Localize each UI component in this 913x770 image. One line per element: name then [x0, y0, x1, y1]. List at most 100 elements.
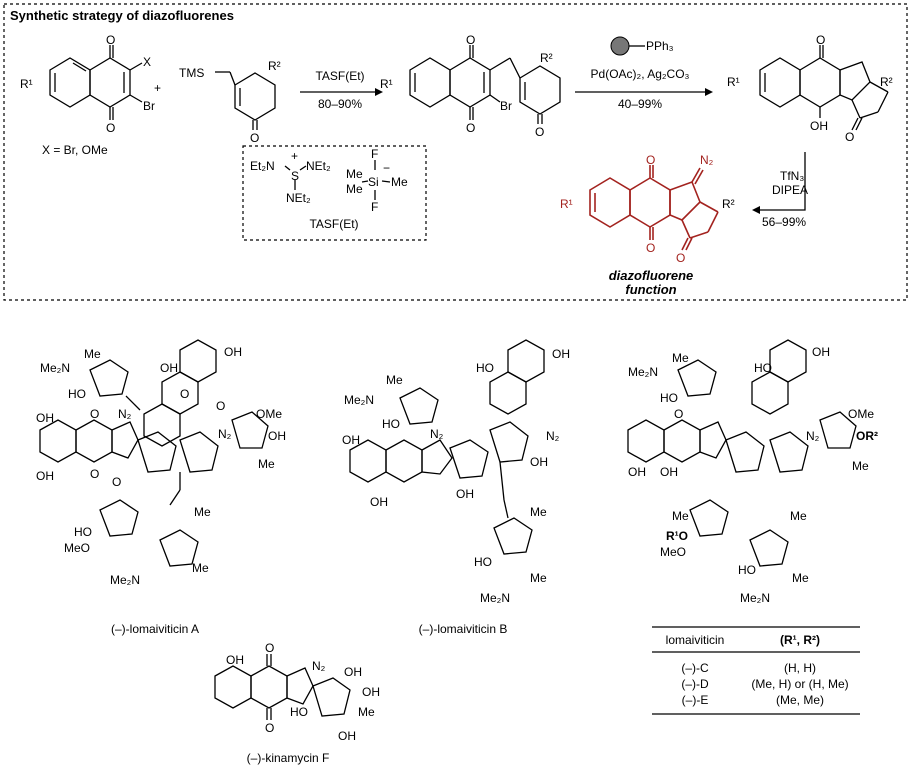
lomA-o-3: O — [180, 387, 189, 401]
step2-reagents: Pd(OAc)₂, Ag₂CO₃ — [591, 67, 690, 81]
table-row-0-value: (H, H) — [784, 661, 816, 675]
prod-r2-label: R² — [722, 197, 735, 211]
scheme-frame — [3, 3, 908, 301]
lomA-oh-4: OH — [160, 361, 178, 375]
lomB-oh-4: OH — [530, 455, 548, 469]
lomC-meo: MeO — [660, 545, 686, 559]
kinamycin-f-name: (–)-kinamycin F — [247, 751, 330, 765]
step3-yield: 56–99% — [762, 215, 806, 229]
tri-oh: OH — [810, 119, 828, 133]
naphthoquinone-structure — [49, 45, 143, 120]
lomB-me-2: Me — [530, 505, 547, 519]
tasf-box — [242, 145, 427, 241]
kin-o-1: O — [265, 641, 274, 655]
reaction-arrow-3 — [760, 152, 806, 211]
tasf-me1: Me — [346, 167, 363, 181]
lomA-n2-1: N₂ — [118, 407, 132, 421]
lomB-me2n-2: Me₂N — [480, 591, 510, 605]
table-row-2-compound: (–)-E — [682, 693, 709, 707]
tasf-f2: F — [371, 200, 378, 214]
lomaiviticin-b-name: (–)-lomaiviticin B — [419, 622, 508, 636]
tri-o-ketone: O — [845, 130, 854, 144]
lomA-o-5: O — [112, 475, 121, 489]
prod-n2-label: N₂ — [700, 153, 714, 167]
prod-o-bottom: O — [646, 241, 655, 255]
lomA-me-1: Me — [84, 347, 101, 361]
lomaiviticin-cde-structure — [627, 339, 857, 567]
scheme-title: Synthetic strategy of diazofluorenes — [10, 8, 234, 23]
lomA-ho-1: HO — [68, 387, 86, 401]
lomB-oh-3: OH — [552, 347, 570, 361]
lomC-me-5: Me — [792, 571, 809, 585]
step2-yield: 40–99% — [618, 97, 662, 111]
kin-o-2: O — [265, 721, 274, 735]
lomA-ho-2: HO — [74, 525, 92, 539]
table-row-2-value: (Me, Me) — [776, 693, 824, 707]
lomB-me-3: Me — [530, 571, 547, 585]
step2-cat-label: PPh₃ — [646, 39, 674, 53]
sm2-o-label: O — [250, 131, 259, 145]
prod-o-ketone: O — [676, 251, 685, 265]
lomA-o-4: O — [216, 399, 225, 413]
lomA-me2n-2: Me₂N — [110, 573, 140, 587]
lomC-or2: OR² — [856, 429, 878, 443]
sm2-r2-label: R² — [268, 59, 281, 73]
tasf-net2b: NEt₂ — [306, 159, 331, 173]
lomB-ho-2: HO — [382, 417, 400, 431]
int-r2-label: R² — [540, 51, 553, 65]
tasf-si: Si — [368, 175, 379, 189]
reaction-arrow-3-head — [752, 206, 760, 214]
tasf-me2: Me — [391, 175, 408, 189]
tasf-minus: − — [383, 161, 390, 175]
lomA-oh-1: OH — [36, 411, 54, 425]
tms-enone-structure — [215, 71, 276, 130]
tasf-name: TASF(Et) — [309, 217, 358, 231]
lomaiviticin-a-structure — [39, 339, 269, 567]
tri-o-top: O — [816, 33, 825, 47]
lomA-me-2: Me — [258, 457, 275, 471]
lomC-n2: N₂ — [806, 429, 820, 443]
step1-reagent: TASF(Et) — [315, 69, 364, 83]
table-header-lomaiviticin: lomaiviticin — [666, 633, 725, 647]
kin-oh-1: OH — [226, 653, 244, 667]
lomC-me-2: Me — [852, 459, 869, 473]
lomA-me-3: Me — [194, 505, 211, 519]
sm1-r1-label: R¹ — [20, 77, 33, 91]
table-row-1-compound: (–)-D — [681, 677, 709, 691]
kin-oh-2: OH — [344, 665, 362, 679]
lomA-oh-2: OH — [36, 469, 54, 483]
lomaiviticin-b-structure — [349, 339, 545, 555]
coupled-intermediate-structure — [409, 45, 561, 124]
hydroxy-fluorenone-structure — [759, 45, 889, 131]
sm1-o-top: O — [106, 33, 115, 47]
lomB-me-1: Me — [386, 373, 403, 387]
lomaiviticin-a-name: (–)-lomaiviticin A — [111, 622, 199, 636]
diazofluorene-structure — [589, 165, 719, 251]
lomC-me2n-2: Me₂N — [740, 591, 770, 605]
kin-oh-4: OH — [338, 729, 356, 743]
lomA-o-2: O — [90, 467, 99, 481]
sm2-tms-label: TMS — [179, 66, 204, 80]
step3-reagent1: TfN₃ — [780, 169, 804, 183]
lomC-ho-1: HO — [754, 361, 772, 375]
tasf-plus: + — [291, 149, 298, 163]
prod-o-top: O — [646, 153, 655, 167]
tasf-me3: Me — [346, 182, 363, 196]
lomA-meo: MeO — [64, 541, 90, 555]
lomB-oh-1: OH — [342, 433, 360, 447]
int-o-top: O — [466, 33, 475, 47]
tri-r2-label: R² — [880, 75, 893, 89]
lomA-n2-2: N₂ — [218, 427, 232, 441]
lomA-me-4: Me — [192, 561, 209, 575]
int-o-bottom: O — [466, 121, 475, 135]
lomB-n2-2: N₂ — [546, 429, 560, 443]
int-r1-label: R¹ — [380, 77, 393, 91]
table-row-0-compound: (–)-C — [681, 661, 709, 675]
lomC-ome: OMe — [848, 407, 874, 421]
lomC-me2n-1: Me₂N — [628, 365, 658, 379]
kinamycin-f-structure — [214, 654, 351, 720]
sm1-o-bottom: O — [106, 121, 115, 135]
tasf-net2c: NEt₂ — [286, 191, 311, 205]
lomA-oh-5: OH — [268, 429, 286, 443]
lomC-oh-3: OH — [812, 345, 830, 359]
